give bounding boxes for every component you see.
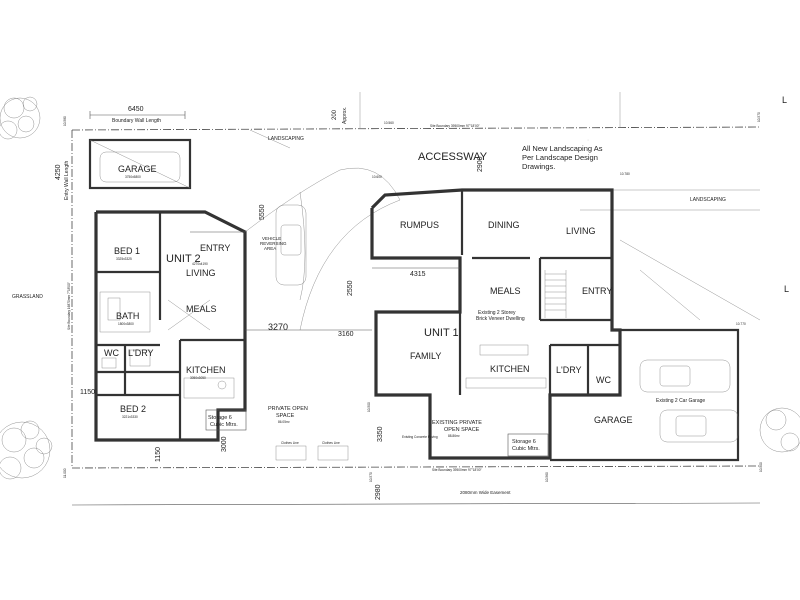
- level-10: 10.500: [759, 462, 763, 472]
- kitchen-unit2-size: 3050x3050: [190, 376, 206, 380]
- garage-unit1-label: GARAGE: [594, 415, 633, 425]
- landscape-note-3: Drawings.: [522, 162, 555, 171]
- edge-mark-mid: L: [784, 284, 789, 294]
- level-8: 10.570: [369, 472, 373, 482]
- edge-mark-top: L: [782, 95, 787, 105]
- bed2-label: BED 2: [120, 404, 146, 414]
- bed1-label: BED 1: [114, 246, 140, 256]
- kitchen-unit1-label: KITCHEN: [490, 364, 530, 374]
- car-garage-label: Existing 2 Car Garage: [656, 398, 705, 404]
- private-open-space-label: PRIVATE OPEN: [268, 406, 308, 412]
- level-4: 10.780: [620, 172, 630, 176]
- landscape-note-2: Per Landscape Design: [522, 153, 598, 162]
- living-unit1-label: LIVING: [566, 226, 596, 236]
- easement-label: 2080mm Wide Easement: [460, 490, 511, 495]
- site-boundary-left-label: Site Boundary 16870mm 7°18'00": [67, 282, 71, 330]
- family-label: FAMILY: [410, 351, 441, 361]
- level-3: 10.570: [757, 112, 761, 122]
- storage-unit1-label: Storage 6: [512, 439, 536, 445]
- dim-1150b: 1150: [155, 447, 162, 462]
- existing-label2: Brick Veneer Dwelling: [476, 316, 525, 322]
- dim-1150a: 1150: [80, 389, 95, 396]
- dining-label: DINING: [488, 220, 520, 230]
- boundary-wall-label: Boundary Wall Length: [112, 118, 161, 124]
- clothes-line-unit2: Clothes Line: [281, 441, 299, 445]
- dim-4315: 4315: [410, 271, 426, 278]
- meals-unit1-label: MEALS: [490, 286, 521, 296]
- dim-3270: 3270: [268, 322, 288, 332]
- private-open-space-label2: SPACE: [276, 413, 295, 419]
- tree-top-left-icon: [0, 96, 41, 140]
- meals-unit2-label: MEALS: [186, 304, 217, 314]
- existing-private-label: EXISTING PRIVATE: [432, 420, 482, 426]
- level-7: 10.500: [367, 402, 371, 412]
- dim-3350: 3350: [377, 426, 384, 442]
- site-boundary-top-label: Site Boundary 39500mm 97°18'00": [430, 124, 480, 128]
- storage-unit1-label2: Cubic Mtrs.: [512, 446, 540, 452]
- site-boundary-bottom-label: Site Boundary 39500mm 97°18'00": [432, 468, 482, 472]
- vehicle-area-label: VEHICLE: [262, 236, 281, 241]
- wc-unit1-label: WC: [596, 375, 611, 385]
- garage-unit2: GARAGE 3750x5800: [88, 138, 192, 190]
- dim-2550: 2550: [347, 280, 354, 296]
- bed2-size: 3221x3330: [122, 415, 138, 419]
- existing-garage: [550, 328, 740, 462]
- ldry-unit1-label: L'DRY: [556, 365, 582, 375]
- unit2-label: UNIT 2: [166, 253, 201, 265]
- concrete-label: Existing Concrete Paving: [402, 435, 438, 439]
- easement-line: [71, 502, 761, 506]
- dim-3160: 3160: [338, 331, 354, 338]
- dim-6450: 6450: [128, 106, 144, 113]
- existing-private-area: 88.86m²: [448, 434, 460, 438]
- level-5: 10.770: [736, 322, 746, 326]
- unit1-label: UNIT 1: [424, 327, 459, 339]
- vehicle-area-label3: AREA: [264, 246, 276, 251]
- dim-3000: 3000: [221, 436, 228, 452]
- bed1-size: 3325x3325: [116, 257, 132, 261]
- landscaping-right-label: LANDSCAPING: [690, 197, 726, 203]
- dim-200: 200: [332, 109, 338, 120]
- garage-unit2-size: 3750x5800: [125, 175, 141, 179]
- level-9: 10.560: [545, 472, 549, 482]
- clothes-line-unit1: Clothes Line: [322, 441, 340, 445]
- kitchen-unit2-label: KITCHEN: [186, 365, 226, 375]
- living-unit2-label: LIVING: [186, 268, 216, 278]
- bath-label: BATH: [116, 311, 139, 321]
- garage-unit2-label: GARAGE: [118, 164, 157, 174]
- landscape-note-1: All New Landscaping As: [522, 144, 603, 153]
- grassland-label: GRASSLAND: [12, 294, 43, 300]
- dim-5550: 5550: [259, 204, 266, 220]
- entry-wall-label: Entry Wall Length: [64, 161, 70, 200]
- dim-2900: 2900: [477, 156, 484, 172]
- dim-2980: 2980: [375, 484, 382, 500]
- level-1: 10.580: [63, 116, 67, 126]
- level-11: 11.000: [63, 468, 67, 478]
- level-2: 10.560: [384, 121, 394, 125]
- site-boundary-bottom: [71, 465, 761, 469]
- level-6: 10.600: [372, 175, 382, 179]
- existing-label: Existing 2 Storey: [478, 310, 516, 316]
- rumpus-label: RUMPUS: [400, 220, 439, 230]
- existing-private-label2: OPEN SPACE: [444, 427, 480, 433]
- accessway-label: ACCESSWAY: [418, 151, 488, 163]
- ldry-unit2-label: L'DRY: [128, 348, 154, 358]
- wc-unit2-label: WC: [104, 348, 119, 358]
- storage-unit2-label: Storage 6: [208, 415, 232, 421]
- living-unit2-size: 4270x4190: [192, 262, 208, 266]
- vehicle-area-label2: REVERSING: [260, 241, 287, 246]
- tree-bottom-left-icon: [0, 420, 53, 480]
- storage-unit2-label2: Cubic Mtrs.: [210, 422, 238, 428]
- bath-size: 1800x3800: [118, 322, 134, 326]
- unit1-building: [370, 188, 622, 460]
- entry-unit2-label: ENTRY: [200, 243, 230, 253]
- private-open-space-area: 86.05m²: [278, 420, 290, 424]
- dim-4250: 4250: [55, 164, 62, 180]
- entry-unit1-label: ENTRY: [582, 286, 612, 296]
- landscaping-top-label: LANDSCAPING: [268, 136, 304, 142]
- tree-bottom-right-icon: [759, 407, 800, 453]
- site-boundary-top: [71, 126, 761, 131]
- approx-label: Approx.: [342, 107, 348, 124]
